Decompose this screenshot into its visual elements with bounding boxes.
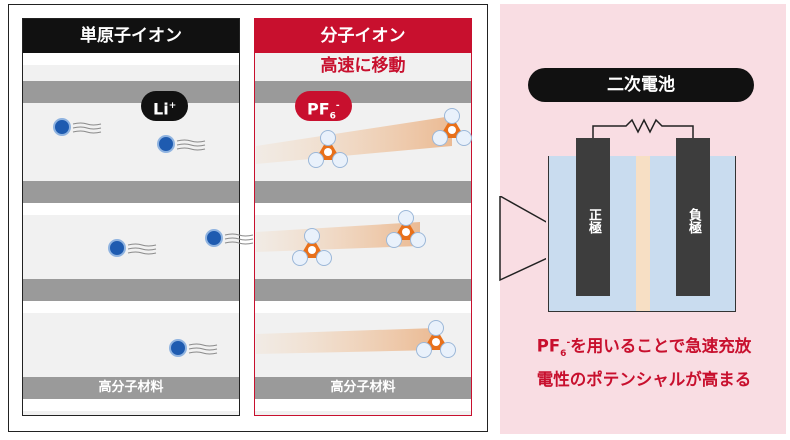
polymer-band <box>23 279 239 301</box>
negative-electrode: 負極 <box>676 138 710 296</box>
pf6-ion-label: PF6- <box>295 91 352 122</box>
motion-trail <box>256 116 452 164</box>
battery-caption: PF6-を用いることで急速充放 電性のポテンシャルが高まる <box>508 330 780 393</box>
callout-pointer <box>499 196 546 282</box>
battery-separator <box>636 156 650 311</box>
monatomic-ion-panel: 単原子イオン 高分子材料 Li+ <box>22 18 240 416</box>
caption-line-1: PF6-を用いることで急速充放 <box>536 336 752 359</box>
secondary-battery-title: 二次電池 <box>528 68 754 102</box>
molecular-ion-header: 分子イオン <box>255 19 471 53</box>
positive-electrode: 正極 <box>576 138 610 296</box>
polymer-band <box>255 181 471 203</box>
polymer-material-label: 高分子材料 <box>98 380 164 395</box>
monatomic-ion-header: 単原子イオン <box>23 19 239 53</box>
molecular-ion-panel: 分子イオン 高速に移動 高分子材料 PF6- <box>254 18 472 416</box>
li-ion-label: Li+ <box>141 91 189 121</box>
polymer-material-label: 高分子材料 <box>330 380 396 395</box>
polymer-band <box>255 279 471 301</box>
fast-movement-subtitle: 高速に移動 <box>320 56 406 76</box>
caption-line-2: 電性のポテンシャルが高まる <box>536 369 752 389</box>
motion-trail <box>256 222 420 252</box>
resistor-icon <box>592 118 694 138</box>
polymer-band-labeled: 高分子材料 <box>23 377 239 399</box>
polymer-band <box>23 181 239 203</box>
polymer-band-labeled: 高分子材料 <box>255 377 471 399</box>
motion-trail <box>256 328 436 354</box>
